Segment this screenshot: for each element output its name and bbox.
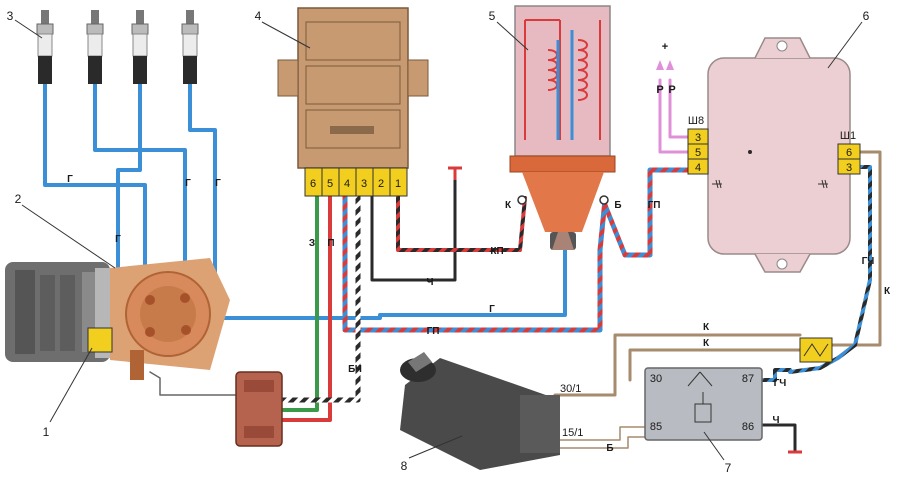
wire-gp-main	[342, 193, 608, 333]
coil-terminal-k: К	[505, 195, 527, 211]
wire-labels: Г Г Г Г Г З П Ч БЧ КП ГП ГП К К К ГЧ ГЧ …	[67, 174, 891, 454]
ht-lead-1	[43, 78, 147, 322]
callout-3: 3	[7, 9, 14, 23]
control-unit-6	[707, 37, 851, 273]
wire-kp	[396, 194, 527, 252]
wire-z	[268, 194, 319, 412]
wire-label-k-1: К	[703, 322, 710, 333]
sensor-connector	[235, 371, 283, 447]
wire-label-g-5: Г	[489, 304, 495, 315]
wire-ch-ground	[760, 423, 797, 452]
module4-connector: 6 5 4 3 2 1	[304, 167, 408, 197]
relay-terminal-86: 86	[742, 421, 754, 433]
coil-terminal-b: Б	[599, 195, 622, 211]
wire-label-b: Б	[606, 443, 613, 454]
wire-gch	[788, 165, 872, 374]
wire-label-p: П	[327, 238, 334, 249]
wire-k-1	[553, 333, 802, 397]
wire-ch	[370, 176, 457, 282]
wire-b-2	[554, 436, 646, 449]
connector-sh1: Ш1 6 3	[837, 130, 861, 175]
ground-marks	[712, 179, 828, 189]
sh8-pin-3: 3	[695, 132, 701, 144]
wire-label-g-1: Г	[67, 174, 73, 185]
wire-label-gp-1: ГП	[427, 326, 440, 337]
ground-symbol-top	[448, 166, 462, 180]
power-input-arrows: + Р Р	[656, 41, 676, 96]
callout-numbers: 1 2 3 4 5 6 7 8	[7, 9, 870, 475]
control-module-4	[277, 7, 429, 169]
wire-label-g-3: Г	[215, 178, 221, 189]
switch-terminal-15-1: 15/1	[562, 427, 583, 439]
callout-leaders	[14, 19, 863, 461]
relay-terminal-30: 30	[650, 373, 662, 385]
wire-b	[554, 426, 646, 441]
callout-7: 7	[725, 461, 732, 475]
callout-8: 8	[401, 459, 408, 473]
sh8-pin-4: 4	[695, 162, 701, 174]
ht-lead-center	[163, 246, 567, 320]
ignition-coil-5	[509, 5, 616, 250]
power-plus: +	[662, 41, 668, 53]
spark-plug-3	[131, 10, 149, 84]
wire-p	[268, 194, 332, 422]
wire-label-z: З	[309, 238, 315, 249]
wire-k-2	[628, 348, 802, 382]
sh1-pin-6: 6	[846, 147, 852, 159]
module4-pin-1: 1	[395, 178, 401, 190]
wire-label-kp: КП	[490, 246, 503, 257]
wire-label-gch-1: ГЧ	[862, 256, 875, 267]
spark-plug-4	[181, 10, 199, 84]
connector-sh8: Ш8 3 5 4	[687, 115, 709, 175]
hall-sensor	[87, 327, 113, 353]
spark-plugs	[36, 10, 199, 84]
coil-terminal-k-label: К	[505, 200, 512, 211]
coil-terminal-b-label: Б	[614, 200, 621, 211]
wire-power-r1	[658, 78, 690, 154]
power-r-1: Р	[656, 84, 663, 96]
module4-pin-2: 2	[378, 178, 384, 190]
wire-power-r2	[668, 78, 690, 139]
sh1-pin-3: 3	[846, 162, 852, 174]
relay-7: 30 87 85 86	[644, 367, 763, 441]
callout-2: 2	[15, 192, 22, 206]
wire-label-k-2: К	[703, 338, 710, 349]
wires	[43, 78, 882, 452]
spark-plug-1	[36, 10, 54, 84]
connector-sh8-label: Ш8	[688, 115, 704, 127]
wire-label-ch: Ч	[426, 277, 433, 288]
callout-1: 1	[43, 425, 50, 439]
junction-block	[799, 337, 833, 363]
sh8-pin-5: 5	[695, 147, 701, 159]
wire-gch-87	[760, 368, 792, 382]
wire-label-bch: БЧ	[348, 364, 362, 375]
sensor-link	[149, 371, 283, 396]
wire-label-ch-2: Ч	[772, 415, 779, 426]
module4-pin-3: 3	[361, 178, 367, 190]
power-r-2: Р	[668, 84, 675, 96]
relay-terminal-85: 85	[650, 421, 662, 433]
spark-plug-2	[86, 10, 104, 84]
callout-5: 5	[489, 9, 496, 23]
wire-label-g-4: Г	[115, 234, 121, 245]
wire-label-k-3: К	[884, 286, 891, 297]
wire-label-gp-2: ГП	[648, 200, 661, 211]
switch-terminal-30-1: 30/1	[560, 383, 581, 395]
callout-6: 6	[863, 9, 870, 23]
connector-sh1-label: Ш1	[840, 130, 856, 142]
module4-pin-4: 4	[344, 178, 350, 190]
ignition-switch-8	[400, 352, 560, 470]
wire-bch	[267, 193, 361, 403]
wire-gp-coil	[602, 167, 708, 258]
callout-4: 4	[255, 9, 262, 23]
module4-pin-5: 5	[327, 178, 333, 190]
distributor	[5, 258, 230, 380]
wire-label-g-2: Г	[185, 178, 191, 189]
wire-label-gch-2: ГЧ	[774, 378, 787, 389]
module4-pin-6: 6	[310, 178, 316, 190]
relay-terminal-87: 87	[742, 373, 754, 385]
